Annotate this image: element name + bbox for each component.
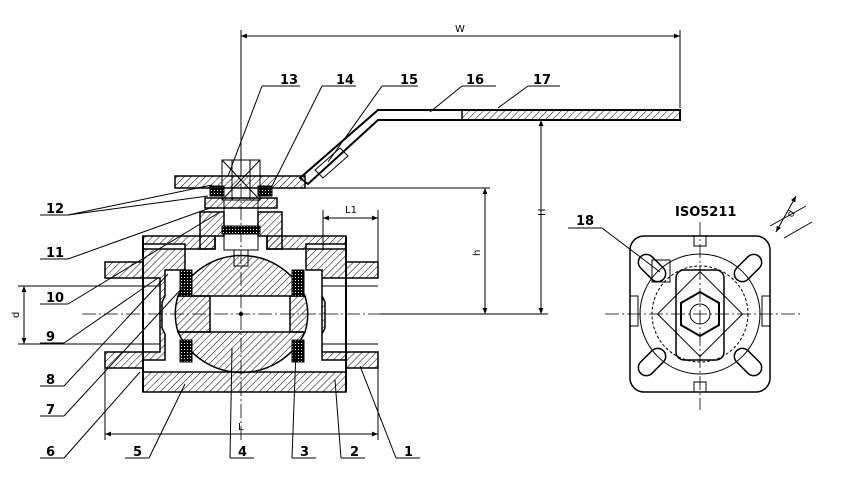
right-end-cap xyxy=(305,248,379,369)
right-seat-bottom xyxy=(291,339,305,363)
callout-14: 14 xyxy=(336,73,354,88)
stem-packing xyxy=(221,225,261,235)
left-end-cap xyxy=(104,248,186,369)
dimensions: W H h L1 L d xyxy=(11,24,681,440)
left-seat-bottom xyxy=(179,339,193,363)
callout-1: 1 xyxy=(404,445,413,460)
lock-tab xyxy=(651,259,671,283)
callout-8: 8 xyxy=(46,373,55,388)
dim-w: W xyxy=(455,24,465,35)
callout-7: 7 xyxy=(46,403,55,418)
callout-10: 10 xyxy=(46,291,64,306)
stem-boss xyxy=(675,269,725,361)
left-seat-top xyxy=(179,269,193,297)
stem-hex xyxy=(680,290,720,338)
callout-9: 9 xyxy=(46,330,55,345)
bolt-slots xyxy=(637,253,763,377)
callout-2: 2 xyxy=(350,445,359,460)
section-view xyxy=(82,30,681,440)
iso5211-flange-view: ISO5211 d xyxy=(605,195,813,410)
callout-3: 3 xyxy=(300,445,309,460)
callout-18: 18 xyxy=(576,214,594,229)
dim-d: d xyxy=(11,312,22,318)
ball xyxy=(176,254,307,297)
right-seat-top xyxy=(291,269,305,297)
iso-label: ISO5211 xyxy=(675,205,736,220)
callout-4: 4 xyxy=(238,445,247,460)
callout-17: 17 xyxy=(533,73,551,88)
stem-housing xyxy=(199,211,225,250)
callout-13: 13 xyxy=(280,73,298,88)
dim-l1: L1 xyxy=(345,205,357,216)
callouts: 1 2 3 4 5 6 7 8 9 10 xyxy=(40,73,661,460)
callout-11: 11 xyxy=(46,246,64,261)
callout-16: 16 xyxy=(466,73,484,88)
body-bottom xyxy=(142,371,347,393)
dim-h: h xyxy=(472,250,483,256)
callout-15: 15 xyxy=(400,73,418,88)
handle-hub xyxy=(174,175,306,189)
dim-H: H xyxy=(537,208,548,216)
callout-6: 6 xyxy=(46,445,55,460)
gland xyxy=(204,197,278,209)
handle-grip xyxy=(461,109,681,121)
dim-d-iso: d xyxy=(785,208,798,219)
callout-12: 12 xyxy=(46,202,64,217)
callout-5: 5 xyxy=(133,445,142,460)
dim-l: L xyxy=(238,422,244,433)
